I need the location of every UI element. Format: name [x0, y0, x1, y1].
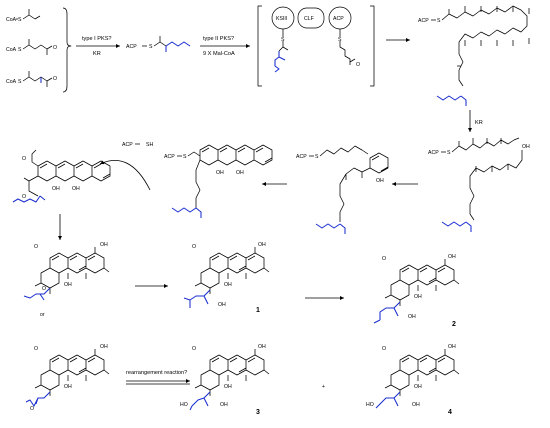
r2d-oh-2: OH: [72, 186, 80, 192]
compound-3-number: 3: [256, 409, 260, 416]
c3-ho-label: HO: [180, 402, 188, 408]
acp-enzyme-label: ACP: [333, 16, 344, 22]
c3-oh-1: OH: [224, 384, 232, 390]
c1-oh-top: OH: [258, 242, 266, 248]
acp-s-label: S: [338, 37, 342, 43]
r2d-pyran-o: O: [22, 194, 26, 200]
c3-oh-2: OH: [220, 402, 228, 408]
enzyme-complex: KSIII CLF ACP S S O: [257, 5, 375, 87]
arrow-rearrangement: rearrangement reaction?: [126, 370, 190, 385]
r2c-s-label: S: [183, 154, 187, 160]
c3-o-label: O: [192, 346, 196, 352]
r2b-oh-label: OH: [376, 178, 384, 184]
c4-o-label: O: [382, 346, 386, 352]
r4a-oh-1: OH: [64, 384, 72, 390]
c2-oh-2: OH: [408, 314, 416, 320]
released-pyran-intermediate: O OH OH O: [12, 149, 111, 203]
diketide-s-label: S: [149, 44, 153, 50]
c2-o-label: O: [382, 256, 386, 262]
malonyl-o-label: O: [356, 62, 360, 68]
ksiii-s-label: S: [281, 37, 285, 43]
kr-label-1: KR: [93, 51, 101, 57]
aromatic-acp-intermediate: ACP S OH OH: [164, 144, 273, 218]
clf-label: CLF: [304, 16, 314, 22]
coa-label-1: CoA: [6, 17, 17, 23]
starter-unit-2: CoA S O: [6, 39, 57, 55]
r2-acp-label: ACP: [428, 150, 439, 156]
c2-oh-top: OH: [448, 254, 456, 260]
c4-oh-1: OH: [414, 384, 422, 390]
coa-label-2: CoA: [6, 47, 17, 53]
r2b-s-label: S: [315, 154, 319, 160]
polyketide-chain: ACP S: [418, 5, 530, 106]
s-label-2: S: [18, 47, 22, 53]
r3a-o-label: O: [34, 244, 38, 250]
r2c-acp-label: ACP: [164, 154, 175, 160]
reduced-polyketide: ACP S OH: [428, 137, 530, 232]
monoaromatic-intermediate: ACP S OH: [296, 145, 389, 234]
pk-acp-label: ACP: [418, 18, 429, 24]
pk-s-label: S: [437, 18, 441, 24]
arrow-type1-pks: type I PKS? KR: [76, 36, 120, 57]
diene-epoxide-precursor: O OH OH O: [25, 344, 110, 412]
ksiii-label: KSIII: [276, 16, 287, 22]
acp-sh-label: SH: [146, 142, 153, 148]
compound-2-number: 2: [452, 321, 456, 328]
acp-release: ACP SH: [99, 142, 153, 191]
arrow-type2-pks: type II PKS? 9 X Mal-CoA: [200, 36, 250, 57]
starter-unit-1: CoA S: [6, 9, 41, 23]
o-minus-label-3: O: [53, 76, 57, 82]
c3-oh-top: OH: [258, 344, 266, 350]
rearrangement-label: rearrangement reaction?: [126, 370, 187, 376]
c4-oh-top: OH: [448, 344, 456, 350]
r2d-o-label: O: [22, 156, 26, 162]
r3a-o-ring: O: [42, 286, 46, 292]
r3a-oh-top: OH: [100, 242, 108, 248]
c4-ho-label: HO: [366, 402, 374, 408]
mal-coa-label: 9 X Mal-CoA: [203, 51, 235, 57]
r2b-acp-label: ACP: [296, 154, 307, 160]
r2c-oh-2: OH: [236, 170, 244, 176]
compound-3: O OH OH OH HO 3: [180, 344, 270, 416]
arrow-kr: KR: [468, 110, 483, 132]
r2-s-label: S: [447, 150, 451, 156]
c1-o-label: O: [192, 244, 196, 250]
c2-oh-1: OH: [414, 294, 422, 300]
r4a-epox-o: O: [30, 406, 34, 412]
starter-brace: [62, 7, 72, 93]
type2-pks-label: type II PKS?: [203, 36, 234, 42]
compound-1: O OH OH OH 1: [183, 242, 270, 314]
r4a-o-label: O: [34, 346, 38, 352]
compound-4-number: 4: [448, 409, 452, 416]
compound-4: O OH OH OH HO 4: [366, 344, 460, 416]
type1-pks-label: type I PKS?: [82, 36, 112, 42]
c4-oh-2: OH: [412, 402, 420, 408]
epoxide-precursor: O OH OH O: [23, 242, 110, 301]
c1-oh-2: OH: [218, 302, 226, 308]
r4a-oh-top: OH: [100, 344, 108, 350]
r2-oh-label: OH: [522, 144, 530, 150]
diketide-acp-label: ACP: [126, 44, 137, 50]
compound-1-number: 1: [256, 307, 260, 314]
plus-label: +: [322, 384, 325, 390]
starter-unit-3: CoA S O: [6, 71, 57, 87]
or-label: or: [40, 312, 45, 318]
acp-release-label: ACP: [122, 142, 133, 148]
s-label-1: S: [18, 17, 22, 23]
r2c-oh-1: OH: [216, 170, 224, 176]
s-label-3: S: [18, 79, 22, 85]
o-minus-label-2: O: [53, 45, 57, 51]
kr-label-2: KR: [475, 120, 483, 126]
compound-2: O OH OH OH 2: [373, 254, 460, 328]
diketide-acp: ACP S: [126, 36, 191, 52]
c1-oh-1: OH: [224, 282, 232, 288]
r2d-oh-1: OH: [52, 186, 60, 192]
coa-label-3: CoA: [6, 79, 17, 85]
r3a-oh-1: OH: [64, 282, 72, 288]
